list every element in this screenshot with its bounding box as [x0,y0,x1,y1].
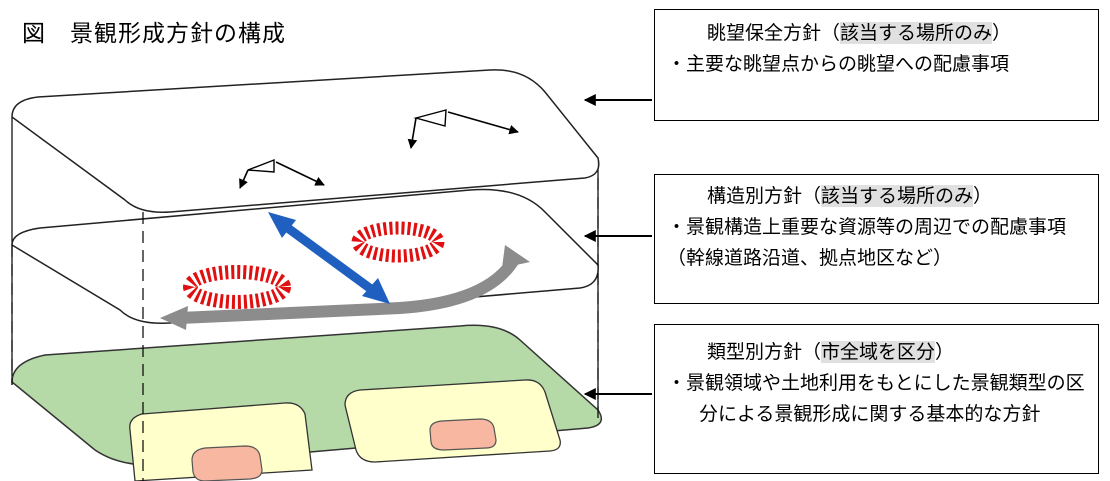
heading-scope: 該当する場所のみ [821,185,974,207]
heading-paren: ） [935,341,955,363]
figure-title: 図 景観形成方針の構成 [22,21,286,47]
gray-arrow-head-right [502,245,530,268]
gray-arrow-head-left [160,306,188,330]
heading-paren: ） [973,185,993,207]
heading-text: 眺望保全方針（ [707,22,841,44]
node-ring-right [351,221,445,263]
callout-bullet: ・景観領域や土地利用をもとにした景観類型の区分による景観形成に関する基本的な方針 [667,372,1085,425]
callout-note: （幹線道路沿道、拠点地区など） [667,247,953,269]
heading-scope: 市全域を区分 [821,341,936,363]
blue-arrow-head-up [268,212,296,238]
callout-heading: 眺望保全方針（該当する場所のみ） [655,18,1098,49]
callout-structure: 構造別方針（該当する場所のみ） ・景観構造上重要な資源等の周辺での配慮事項 （幹… [654,174,1099,304]
view-plane [11,69,600,213]
heading-paren: ） [992,22,1012,44]
landscape-core-right [429,418,497,451]
viewpoint-icon [239,158,325,189]
ground-layer-typology [11,324,603,481]
callout-bullet: ・景観構造上重要な資源等の周辺での配慮事項 [667,216,1067,238]
structure-layer [11,188,599,330]
callout-view-preservation: 眺望保全方針（該当する場所のみ） ・主要な眺望点からの眺望への配慮事項 [654,9,1099,121]
callout-heading: 構造別方針（該当する場所のみ） [655,181,1098,212]
heading-text: 構造別方針（ [707,185,822,207]
node-ring-left [183,265,291,309]
blue-arrow-head-down [362,278,390,304]
landscape-zone-left [129,402,313,481]
blue-axis-arrow [282,222,378,296]
viewpoint-icon [407,109,519,149]
callout-bullet: ・主要な眺望点からの眺望への配慮事項 [667,53,1010,75]
callout-typology: 類型別方針（市全域を区分） ・景観領域や土地利用をもとにした景観類型の区分による… [654,324,1099,474]
heading-text: 類型別方針（ [707,341,822,363]
structure-plane [11,188,599,324]
heading-scope: 該当する場所のみ [840,22,993,44]
landscape-core-left [191,445,263,481]
gray-axis-arrow [179,254,521,324]
callout-heading: 類型別方針（市全域を区分） [655,337,1098,368]
view-layer [11,69,600,213]
